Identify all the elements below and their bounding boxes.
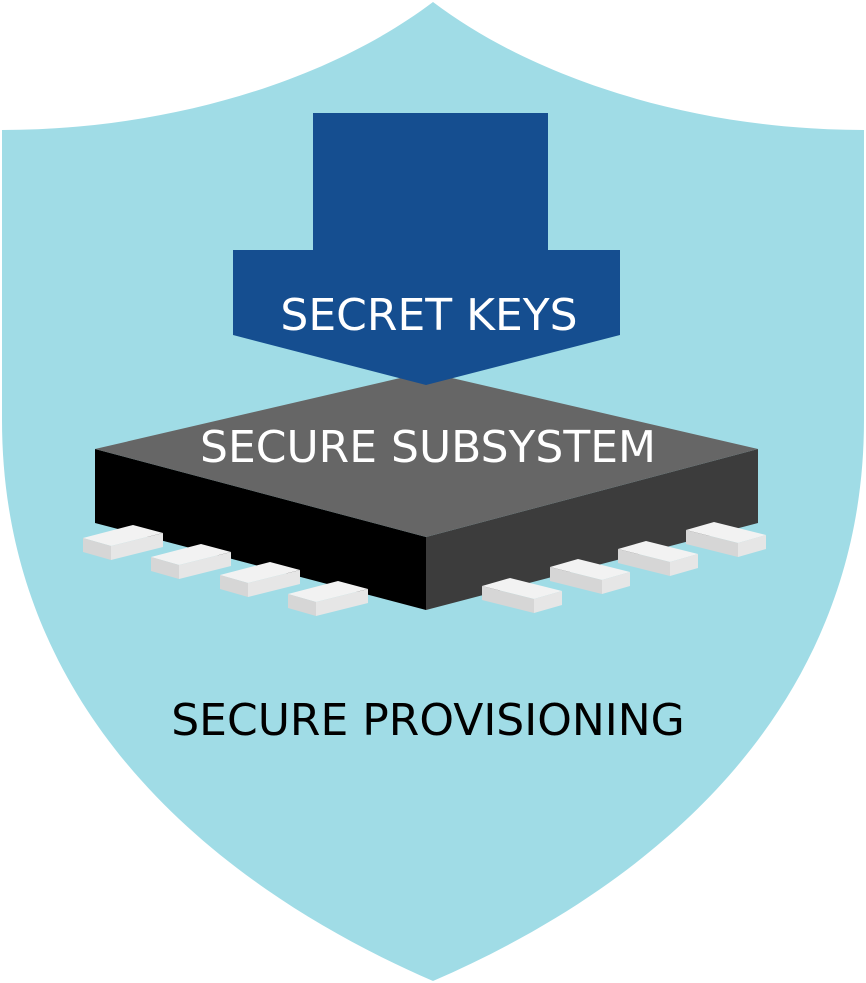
chip-pin (151, 544, 231, 579)
chip-label: SECURE SUBSYSTEM (200, 422, 656, 473)
chip-pin (618, 541, 698, 576)
chip-pin (288, 581, 368, 616)
chip (83, 372, 766, 616)
chip-right-side (426, 449, 758, 610)
chip-pin (83, 525, 163, 560)
chip-pin (686, 522, 766, 557)
shield-label: SECURE PROVISIONING (171, 695, 685, 746)
arrow-label: SECRET KEYS (280, 290, 577, 341)
chip-pin (220, 562, 300, 597)
chip-pin (550, 559, 630, 594)
chip-left-side (95, 449, 426, 610)
chip-pin (482, 578, 562, 613)
chip-top-face (95, 372, 758, 537)
chip-pins (83, 522, 766, 616)
secret-keys-arrow (233, 113, 620, 385)
